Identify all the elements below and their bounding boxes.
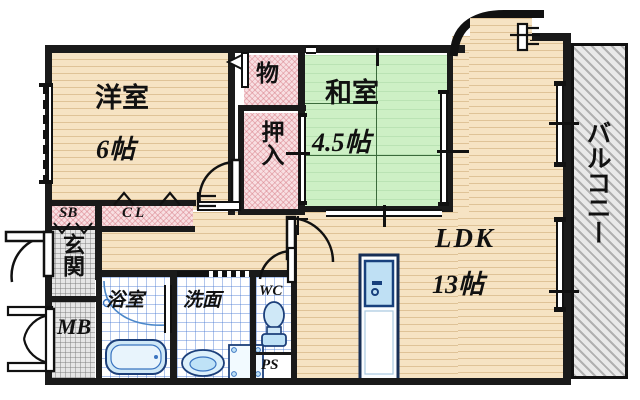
door-storage-closet[interactable] [225, 52, 249, 88]
label-closet: CL [122, 205, 148, 221]
room-cl-floor [100, 205, 193, 226]
closet-cl-arrows [113, 191, 181, 206]
wall-japanese-right [447, 45, 453, 212]
label-meter-box: MB [57, 314, 92, 339]
shower-arc-icon [102, 280, 169, 326]
door-bathroom[interactable] [164, 285, 172, 333]
wall-top-right [530, 33, 570, 41]
label-western-room-name: 洋室 [95, 83, 149, 114]
wall-storage-bottom [238, 105, 306, 111]
balcony-outline [571, 43, 628, 379]
label-bathroom: 浴室 [106, 289, 145, 311]
window-ldk-balcony-lower[interactable] [556, 220, 564, 310]
label-ldk-name: LDK [435, 223, 495, 253]
label-entrance: 玄関 [59, 233, 84, 277]
bathtub-fixture [105, 339, 167, 375]
window-symbol-ldk-hall [288, 216, 308, 235]
window-tick-ldk-upper [549, 122, 579, 125]
tatami-line-2 [305, 103, 376, 104]
label-washroom: 洗面 [183, 289, 222, 311]
wall-bottom-outer [45, 378, 570, 385]
window-japanese-left-cap-a [298, 113, 307, 117]
room-storage-floor [244, 55, 300, 108]
window-japanese-right-cap-a [438, 90, 449, 94]
arch-window-icon [510, 22, 540, 52]
toilet-fixture [261, 301, 287, 347]
tatami-line-3 [305, 155, 447, 156]
label-western-room-size: 6帖 [96, 135, 136, 164]
label-shoe-box: SB [59, 205, 78, 221]
wall-washroom-right [250, 272, 256, 382]
tatami-line-1 [376, 55, 377, 207]
wall-sb-top [48, 200, 196, 206]
window-japanese-left[interactable] [299, 115, 306, 203]
window-western-cap-bottom [39, 180, 53, 184]
label-ldk-size: 13帖 [432, 270, 485, 299]
window-ldk-upper-cap-b [554, 162, 566, 167]
wall-sb-bottom [50, 226, 96, 230]
label-pipe-space: PS [261, 357, 279, 373]
door-meterbox[interactable] [6, 305, 56, 375]
washing-machine-pan [228, 344, 264, 380]
wall-bath-washroom [170, 272, 177, 382]
window-tick-oshiire [290, 152, 310, 155]
wall-entry-right [95, 200, 102, 280]
label-storage: 物 [256, 61, 279, 87]
wall-wc-ps-divider [256, 352, 292, 355]
kitchen-sink-fixture [358, 253, 400, 382]
window-western-left[interactable] [43, 85, 47, 181]
wall-right-ldk [563, 33, 571, 385]
window-tick-japanese-bottom [383, 205, 386, 227]
window-japanese-right[interactable] [440, 92, 448, 205]
wall-top-left [45, 45, 465, 53]
door-toilet[interactable] [256, 245, 297, 285]
washbasin-fixture [181, 349, 225, 377]
room-oshiire-floor [244, 113, 300, 209]
window-tick-japanese-top [376, 48, 379, 66]
wall-left-outer [45, 45, 52, 385]
closet-sb-arrows [53, 222, 93, 235]
window-tick-japanese-right [437, 150, 469, 153]
window-symbol-corridor [196, 192, 216, 210]
room-ldk-floor [452, 36, 564, 384]
wall-wc-right [291, 225, 297, 382]
label-oshiire: 押入 [257, 120, 283, 166]
washroom-door-header [177, 271, 249, 277]
label-japanese-room-name: 和室 [325, 78, 379, 109]
window-ldk-lower-cap-a [554, 217, 566, 222]
window-ldk-lower-cap-b [554, 307, 566, 312]
wall-entry-mid [50, 296, 96, 302]
window-ldk-upper-cap-a [554, 81, 566, 86]
label-balcony: バルコニー [583, 120, 612, 245]
room-western-floor [50, 52, 228, 210]
window-western-cap-top [39, 83, 53, 87]
label-toilet: WC [259, 283, 283, 299]
wall-bath-left [96, 272, 102, 382]
window-western-glass [47, 87, 53, 180]
wall-closets-bottom [238, 209, 305, 215]
door-entrance-front[interactable] [4, 230, 55, 292]
room-entrance-floor [50, 228, 95, 298]
window-japanese-left-cap-b [298, 201, 307, 205]
room-balcony-floor [574, 46, 626, 376]
window-tick-ldk-lower [549, 290, 579, 293]
wall-cl-bottom [97, 226, 195, 232]
window-japanese-right-cap-b [438, 202, 449, 206]
wall-western-right [228, 45, 235, 215]
room-shoebox-floor [50, 205, 96, 226]
label-japanese-room-size: 4.5帖 [312, 128, 371, 157]
washroom-door-header-left [177, 271, 207, 277]
room-meterbox-floor [50, 302, 95, 380]
sliding-door-japanese-top[interactable] [306, 46, 316, 54]
